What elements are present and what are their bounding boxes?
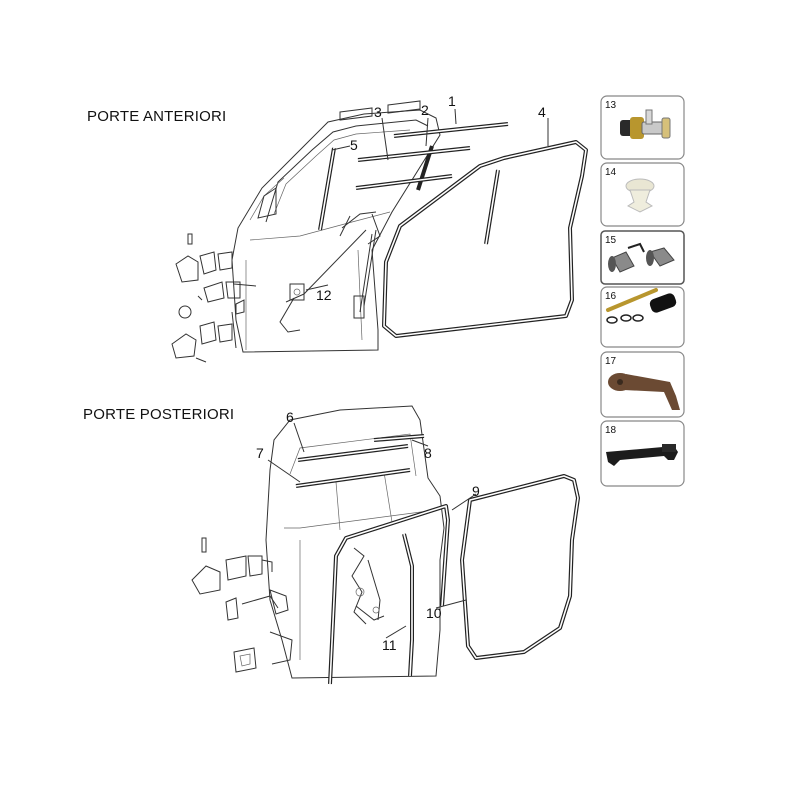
- callout-11: 11: [382, 637, 397, 653]
- thumbnail-13-number: 13: [605, 100, 617, 111]
- callout-1: 1: [448, 93, 456, 109]
- front-hinges-group: [171, 233, 257, 363]
- callout-9: 9: [472, 483, 480, 499]
- thumbnail-17: 17: [600, 351, 685, 418]
- thumbnail-16-number: 16: [605, 291, 617, 302]
- front-door-group: [171, 100, 588, 363]
- exterior-door-handle-icon: [606, 444, 678, 466]
- front-window-frame-inner: [273, 129, 411, 215]
- thumbnail-16: 16: [600, 286, 685, 348]
- callout-2: 2: [421, 102, 429, 118]
- rear-hinges-group: [191, 537, 293, 673]
- callout-7: 7: [256, 445, 264, 461]
- section-title-front: PORTE ANTERIORI: [87, 108, 227, 125]
- front-mirror-triangle: [257, 187, 277, 219]
- front-window-frame: [265, 119, 429, 223]
- part-9-channel: [328, 504, 450, 685]
- part-12-window-regulator: [279, 211, 381, 333]
- window-crank-handle-icon: [608, 373, 680, 410]
- thumbnail-15: 15: [600, 230, 685, 285]
- thumbnail-18: 18: [600, 420, 685, 487]
- lock-cylinder-icon: [620, 109, 671, 139]
- thumbnail-13: 13: [600, 95, 685, 160]
- rear-door-shell: [265, 405, 445, 679]
- thumbnail-14: 14: [600, 162, 685, 227]
- hinge-pin-kit-icon: [606, 288, 677, 324]
- part-10-door-seal: [460, 474, 580, 660]
- rear-window-regulator: [351, 547, 385, 625]
- thumbnail-14-number: 14: [605, 167, 617, 178]
- rear-door-group: [191, 405, 580, 685]
- callout-12: 12: [316, 287, 332, 303]
- front-door-shell: [231, 109, 441, 353]
- callout-8: 8: [424, 445, 432, 461]
- callout-4: 4: [538, 104, 546, 120]
- door-lock-barrels-icon: [608, 242, 675, 273]
- thumbnail-column: 13 14 15: [600, 95, 685, 487]
- plastic-clip-icon: [625, 178, 655, 213]
- thumbnail-18-number: 18: [605, 425, 617, 436]
- section-title-rear: PORTE POSTERIORI: [83, 406, 235, 423]
- callout-numbers: 1 2 3 4 5 6 7 8 9 10 11 12: [256, 93, 546, 653]
- callout-10: 10: [426, 605, 442, 621]
- callout-3: 3: [374, 104, 382, 120]
- thumbnail-15-number: 15: [605, 235, 617, 246]
- callout-5: 5: [350, 137, 358, 153]
- leader-lines: [267, 108, 549, 639]
- callout-6: 6: [286, 409, 294, 425]
- thumbnail-17-number: 17: [605, 356, 617, 367]
